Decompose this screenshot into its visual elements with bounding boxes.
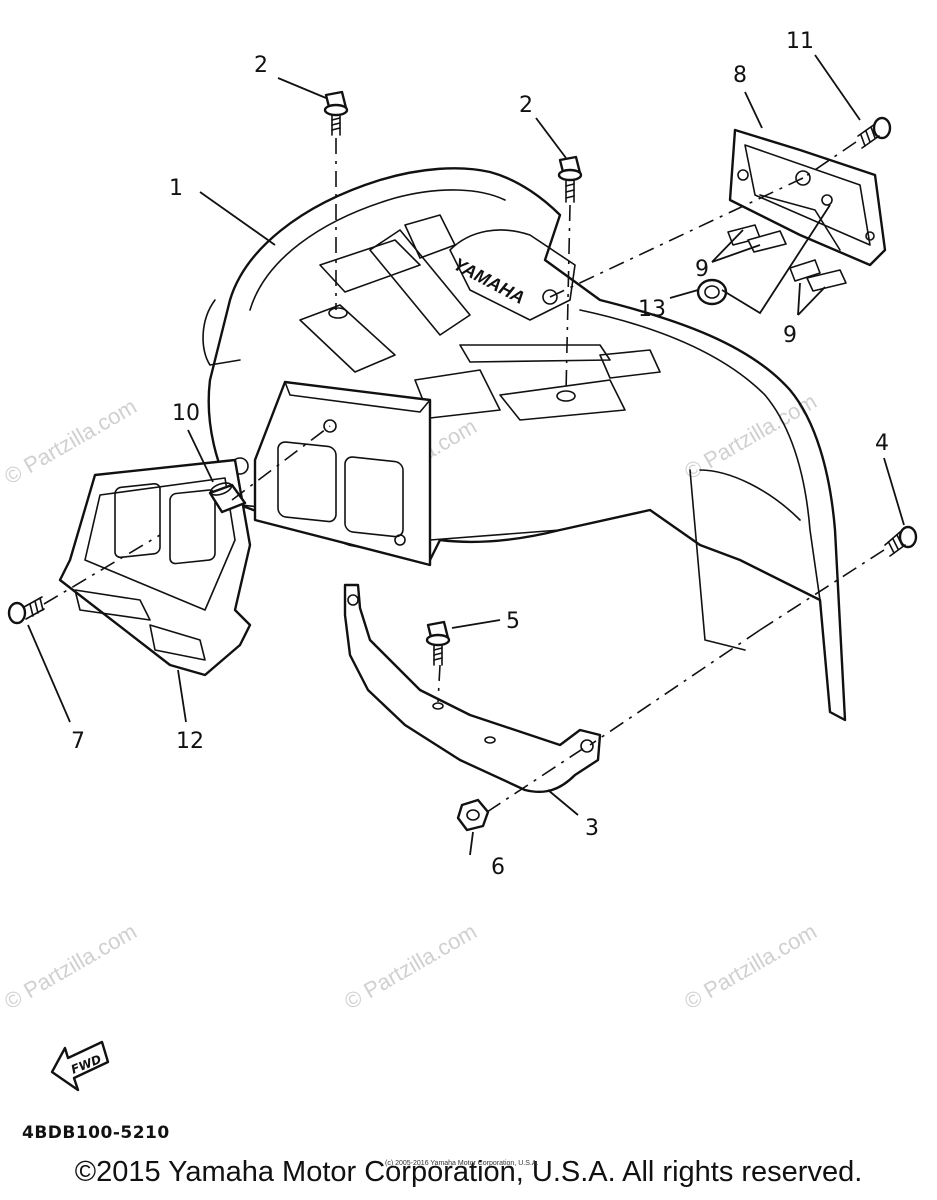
callout-9: 9 [783,323,797,348]
small-copyright-notice: (c) 2005-2016 Yamaha Motor Corporation, … [385,1160,539,1167]
callout-13: 13 [638,297,666,322]
callout-11: 11 [786,29,814,54]
callout-5: 5 [506,609,520,634]
bolt-2-right [557,155,583,203]
headlight-housing [231,380,432,567]
grommet [696,278,728,306]
screw-7 [7,596,45,625]
bolt-5 [425,620,451,666]
tail-light-bulbs [727,224,847,292]
callout-9: 9 [695,257,709,282]
headlight-bezel [58,458,252,677]
nut-6 [456,798,490,832]
callout-10: 10 [172,401,200,426]
assembly-lines [43,138,885,813]
bolt-2-left [323,90,349,136]
watermark: © Partzilla.com [340,919,481,1015]
leader-lines [27,54,905,856]
diagram-part-code: 4BDB100-5210 [22,1123,170,1143]
callout-6: 6 [491,855,505,880]
callout-2: 2 [519,93,533,118]
callout-7: 7 [71,729,85,754]
tail-light [728,128,887,267]
watermark: © Partzilla.com [0,919,141,1015]
callout-8: 8 [733,63,747,88]
watermark: © Partzilla.com [680,919,821,1015]
callout-numbers: 1 2 2 3 4 5 6 7 8 9 9 10 11 12 13 [71,29,889,880]
copyright-notice: ©2015 Yamaha Motor Corporation, U.S.A. A… [74,1156,863,1188]
callout-4: 4 [875,431,889,456]
callout-3: 3 [585,816,599,841]
screw-4 [884,525,918,557]
fwd-arrow-icon: FWD [50,1040,110,1092]
callout-2: 2 [254,53,268,78]
collar-10 [208,482,247,514]
callout-12: 12 [176,729,204,754]
bracket [343,583,602,794]
screw-11 [857,116,892,149]
callout-1: 1 [169,176,183,201]
